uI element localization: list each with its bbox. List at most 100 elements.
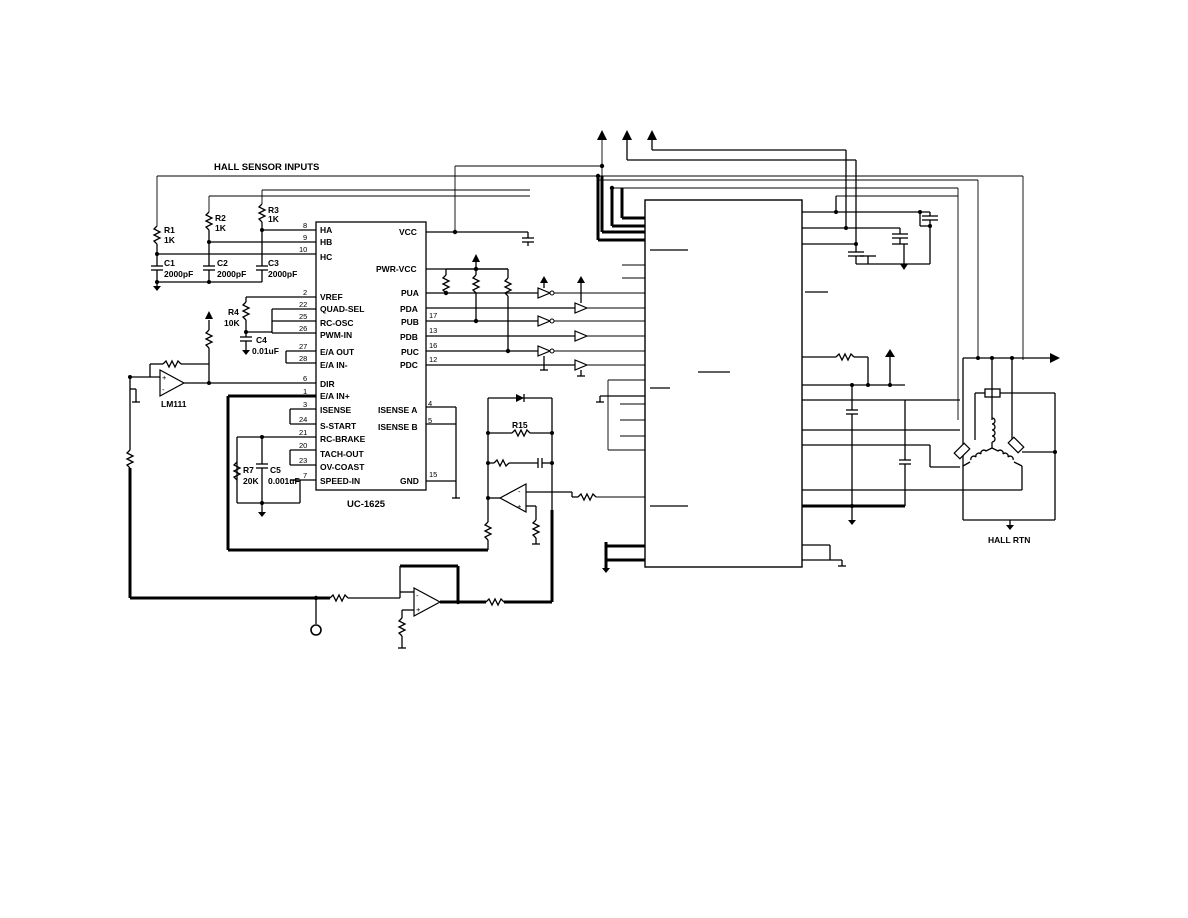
pin-name: ISENSE B: [378, 422, 418, 432]
pin-name: E/A IN-: [320, 360, 348, 370]
c2-value: 2000pF: [217, 269, 246, 279]
r4-label: R4: [228, 307, 239, 317]
c1-label: C1: [164, 258, 175, 268]
svg-text:-: -: [416, 591, 419, 600]
r15-label: R15: [512, 420, 528, 430]
svg-text:+: +: [416, 605, 421, 614]
pin-name: E/A IN+: [320, 391, 350, 401]
c4-value: 0.01uF: [252, 346, 279, 356]
pin-num: 16: [429, 341, 437, 350]
c5-value: 0.001uF: [268, 476, 300, 486]
vcc-net: [452, 165, 602, 246]
pin-name: VREF: [320, 292, 343, 302]
pin-name: OV-COAST: [320, 462, 365, 472]
pin-num: 25: [299, 312, 307, 321]
pin-name: HC: [320, 252, 332, 262]
pin-num: 1: [303, 387, 307, 396]
pin-name: PDC: [400, 360, 418, 370]
svg-text:-: -: [518, 487, 521, 496]
c3-label: C3: [268, 258, 279, 268]
r7-value: 20K: [243, 476, 259, 486]
pin-name: PWM-IN: [320, 330, 352, 340]
gate-driver-buffers: [537, 276, 645, 377]
pin-num: 3: [303, 400, 307, 409]
pin-num: 8: [303, 221, 307, 230]
svg-text:-: -: [162, 385, 165, 394]
pin-num: 12: [429, 355, 437, 364]
pin-name: PUA: [401, 288, 419, 298]
hall-sensor-inputs-title: HALL SENSOR INPUTS: [214, 162, 319, 173]
ic-right-pin-group: [426, 231, 575, 499]
comparator-label: LM111: [161, 399, 187, 409]
pin-num: 23: [299, 456, 307, 465]
r2-value: 1K: [215, 223, 227, 233]
pin-num: 28: [299, 354, 307, 363]
pin-num: 21: [299, 428, 307, 437]
ic-left-pin-group: [157, 229, 316, 481]
pin-name: GND: [400, 476, 419, 486]
pin-num: 24: [299, 415, 307, 424]
pin-name: QUAD-SEL: [320, 304, 364, 314]
pin-num: 13: [429, 326, 437, 335]
pin-num: 20: [299, 441, 307, 450]
uc1625-ic-body: [315, 221, 427, 491]
current-sense-amplifier: - +: [488, 482, 645, 545]
pin-num: 4: [428, 399, 432, 408]
pin-name: PWR-VCC: [376, 264, 417, 274]
lm111-comparator: + -: [125, 311, 214, 598]
pin-name: SPEED-IN: [320, 476, 360, 486]
pin-name: E/A OUT: [320, 347, 355, 357]
pin-name: DIR: [320, 379, 335, 389]
c1-value: 2000pF: [164, 269, 193, 279]
driver-ic-left-pins: [596, 264, 645, 573]
pin-name: HA: [320, 225, 332, 235]
hall-rtn-label: HALL RTN: [988, 535, 1030, 545]
pin-num: 22: [299, 300, 307, 309]
driver-ic-right-network: [802, 150, 1022, 567]
pin-num: 17: [429, 311, 437, 320]
r1-value: 1K: [164, 235, 176, 245]
svg-text:+: +: [162, 373, 167, 382]
ic-name-label: UC-1625: [347, 499, 386, 510]
pin-num: 2: [303, 288, 307, 297]
pin-name: PDA: [400, 304, 418, 314]
r4-value: 10K: [224, 318, 240, 328]
pin-num: 15: [429, 470, 437, 479]
r1-label: R1: [164, 225, 175, 235]
svg-text:+: +: [517, 502, 522, 511]
pin-name: ISENSE: [320, 405, 352, 415]
c4-label: C4: [256, 335, 267, 345]
c2-label: C2: [217, 258, 228, 268]
pin-num: 10: [299, 245, 307, 254]
motor-windings: [953, 176, 1060, 530]
speed-input-amplifier: - +: [130, 510, 554, 649]
pin-num: 27: [299, 342, 307, 351]
r3-value: 1K: [268, 214, 280, 224]
pin-num: 9: [303, 233, 307, 242]
pin-num: 5: [428, 416, 432, 425]
pin-name: VCC: [399, 227, 417, 237]
pin-num: 7: [303, 471, 307, 480]
pin-name: PDB: [400, 332, 418, 342]
c5-label: C5: [270, 465, 281, 475]
driver-ic-body: [644, 199, 803, 568]
pin-name: HB: [320, 237, 332, 247]
r3-label: R3: [268, 205, 279, 215]
r7-label: R7: [243, 465, 254, 475]
oscillator-rc-network: [240, 297, 273, 355]
brake-rc-network: [232, 435, 301, 517]
pin-name: TACH-OUT: [320, 449, 365, 459]
pin-name: S-START: [320, 421, 357, 431]
driver-ic-internal-marks: [650, 249, 828, 507]
c3-value: 2000pF: [268, 269, 297, 279]
high-side-supply-lines: [595, 130, 978, 242]
error-amp-feedback-loop: [226, 394, 554, 552]
pin-name: PUB: [401, 317, 419, 327]
r2-label: R2: [215, 213, 226, 223]
pin-name: RC-BRAKE: [320, 434, 366, 444]
pin-name: RC-OSC: [320, 318, 354, 328]
pull-up-resistor-network: [441, 254, 513, 354]
pin-num: 26: [299, 324, 307, 333]
pin-name: PUC: [401, 347, 419, 357]
